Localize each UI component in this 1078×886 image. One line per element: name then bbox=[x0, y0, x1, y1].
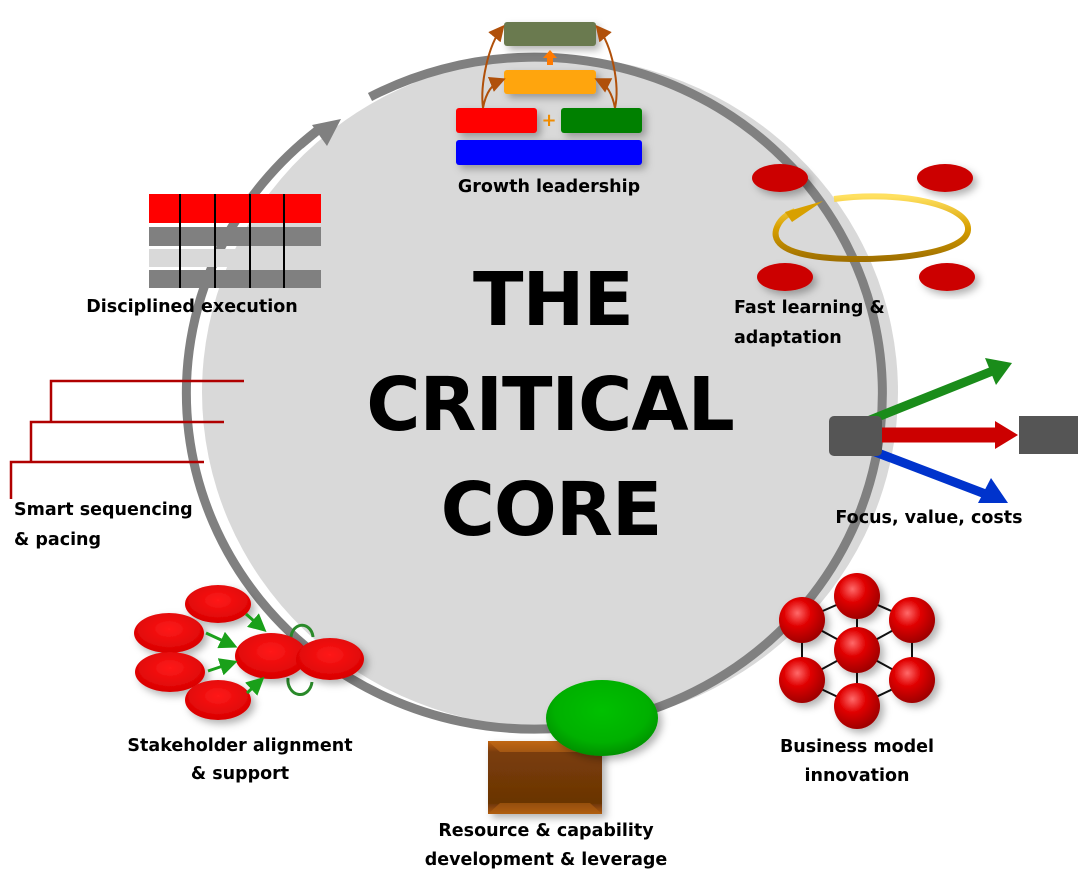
diverging-arrows-icon bbox=[829, 358, 1078, 503]
segment-fast-learning: Fast learning & adaptation bbox=[734, 164, 975, 348]
segment-business-model: Business model innovation bbox=[779, 573, 935, 786]
core-title-line-3: CORE bbox=[441, 467, 662, 553]
label-growth-leadership: Growth leadership bbox=[458, 177, 640, 197]
stacked-blocks-icon bbox=[456, 22, 642, 165]
segment-resource-capability: Resource & capability development & leve… bbox=[425, 680, 668, 870]
plus-icon: + bbox=[541, 110, 556, 131]
loop-arrowhead-icon bbox=[785, 201, 823, 222]
converging-ovals-icon bbox=[134, 585, 364, 720]
segment-smart-sequencing: Smart sequencing & pacing bbox=[9, 379, 244, 550]
segment-focus-value-costs: Focus, value, costs bbox=[829, 358, 1078, 528]
box-and-sphere-icon bbox=[488, 680, 658, 814]
learning-loop-icon bbox=[752, 164, 975, 291]
network-spheres-icon bbox=[779, 573, 935, 729]
label-focus-value-costs: Focus, value, costs bbox=[835, 508, 1022, 528]
label-smart-sequencing-1: Smart sequencing bbox=[14, 500, 193, 520]
label-resource-capability-1: Resource & capability bbox=[438, 821, 654, 841]
core-title: THE CRITICAL CORE bbox=[366, 257, 735, 553]
staircase-lines-icon bbox=[9, 379, 244, 499]
label-smart-sequencing-2: & pacing bbox=[14, 530, 101, 550]
cycle-arrowhead-icon bbox=[312, 119, 341, 146]
label-stakeholder-alignment-1: Stakeholder alignment bbox=[127, 736, 352, 756]
core-title-line-1: THE bbox=[473, 257, 633, 343]
label-disciplined-execution: Disciplined execution bbox=[86, 297, 298, 317]
segment-stakeholder-alignment: Stakeholder alignment & support bbox=[127, 585, 364, 784]
grid-bars-icon bbox=[149, 194, 321, 288]
label-business-model-1: Business model bbox=[780, 737, 934, 757]
up-arrow-icon bbox=[543, 50, 557, 65]
segment-growth-leadership: + Growth leadership bbox=[456, 22, 642, 197]
label-fast-learning-2: adaptation bbox=[734, 328, 842, 348]
label-resource-capability-2: development & leverage bbox=[425, 850, 668, 870]
segment-disciplined-execution: Disciplined execution bbox=[86, 194, 321, 317]
label-fast-learning-1: Fast learning & bbox=[734, 298, 885, 318]
label-stakeholder-alignment-2: & support bbox=[191, 764, 289, 784]
label-business-model-2: innovation bbox=[805, 766, 910, 786]
core-title-line-2: CRITICAL bbox=[366, 362, 734, 448]
